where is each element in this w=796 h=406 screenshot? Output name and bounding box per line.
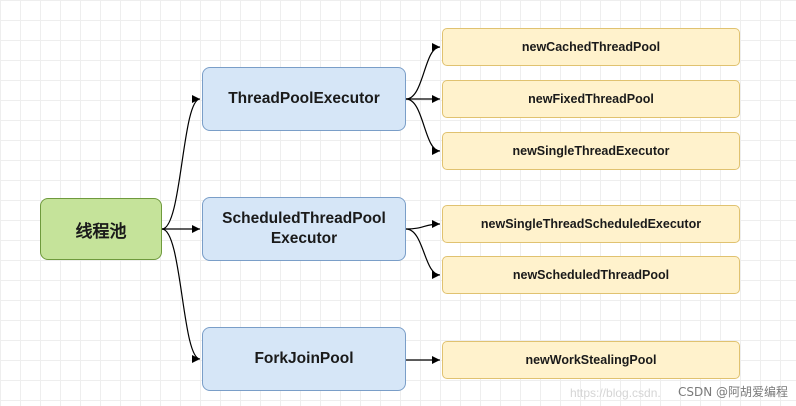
edge-to-new-single-thread-executor [405,98,441,155]
branch-node-scheduled-thread-pool-executor: ScheduledThreadPool Executor [202,197,406,261]
edge-root-to-thread-pool-executor [161,95,201,230]
root-node-label: 线程池 [75,221,127,242]
branch-node-fork-join-pool: ForkJoinPool [202,327,406,391]
root-node-thread-pool: 线程池 [40,198,162,260]
edge-root-to-fork-join-pool [161,228,201,363]
leaf-node-label: newWorkStealingPool [525,353,657,367]
edge-to-new-scheduled-thread-pool [405,228,441,279]
leaf-node-label: newCachedThreadPool [521,40,661,54]
leaf-node-new-single-thread-scheduled-executor: newSingleThreadScheduledExecutor [442,205,740,243]
leaf-node-new-single-thread-executor: newSingleThreadExecutor [442,132,740,170]
watermark-credit: CSDN @阿胡爱编程 [677,385,788,399]
branch-node-label-line1: ScheduledThreadPool [222,210,386,227]
leaf-node-label: newScheduledThreadPool [512,268,670,282]
watermark-url: https://blog.csdn. [570,386,661,400]
leaf-node-new-work-stealing-pool: newWorkStealingPool [442,341,740,379]
leaf-node-new-fixed-thread-pool: newFixedThreadPool [442,80,740,118]
branch-node-label: ForkJoinPool [254,350,354,367]
leaf-node-label: newFixedThreadPool [528,92,654,106]
leaf-node-label: newSingleThreadScheduledExecutor [480,217,702,231]
edge-to-new-cached-thread-pool [405,43,441,100]
edge-to-new-single-thread-scheduled-executor [405,220,441,230]
leaf-node-label: newSingleThreadExecutor [512,144,670,158]
leaf-node-new-scheduled-thread-pool: newScheduledThreadPool [442,256,740,294]
branch-node-label-line2: Executor [270,230,338,247]
branch-node-label: ThreadPoolExecutor [228,90,380,107]
leaf-node-new-cached-thread-pool: newCachedThreadPool [442,28,740,66]
branch-node-thread-pool-executor: ThreadPoolExecutor [202,67,406,131]
